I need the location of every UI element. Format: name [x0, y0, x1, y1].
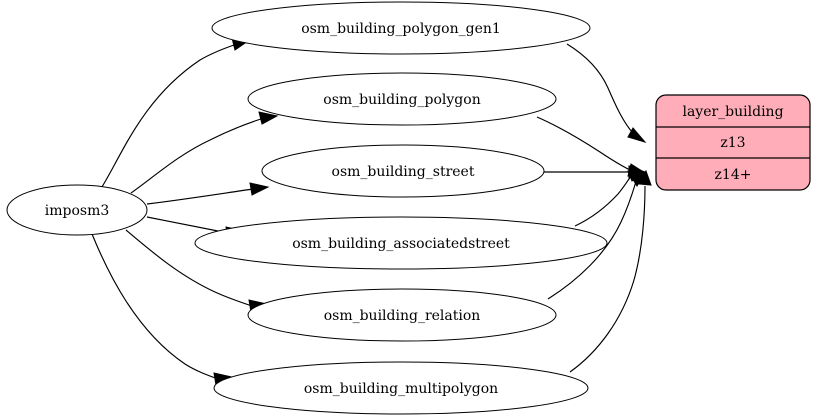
- node-osm-building-multipolygon-label: osm_building_multipolygon: [304, 381, 498, 397]
- node-osm-building-street-shape[interactable]: [261, 144, 545, 198]
- node-osm-building-relation[interactable]: osm_building_relation: [247, 288, 557, 342]
- node-osm-building-associatedstreet-label: osm_building_associatedstreet: [292, 236, 510, 252]
- edge-imposm3-to-osm-building-multipolygon: [91, 233, 234, 386]
- edge-osm-building-relation-to-layer-z14: [547, 171, 647, 300]
- edge-osm-building-multipolygon-to-layer-z14: [569, 169, 652, 373]
- node-osm-building-polygon-gen1[interactable]: osm_building_polygon_gen1: [211, 1, 591, 55]
- node-imposm3-label: imposm3: [45, 203, 110, 219]
- node-osm-building-polygon-gen1-shape[interactable]: [211, 1, 591, 55]
- node-osm-building-multipolygon-shape[interactable]: [213, 361, 589, 415]
- node-osm-building-relation-label: osm_building_relation: [324, 308, 481, 324]
- node-osm-building-polygon[interactable]: osm_building_polygon: [247, 72, 557, 126]
- node-layer-building-box[interactable]: [655, 94, 811, 191]
- record-row-layer-building: layer_building: [682, 104, 783, 120]
- node-osm-building-polygon-gen1-label: osm_building_polygon_gen1: [301, 21, 501, 37]
- node-osm-building-relation-shape[interactable]: [247, 288, 557, 342]
- node-osm-building-polygon-label: osm_building_polygon: [323, 92, 480, 108]
- node-osm-building-associatedstreet-shape[interactable]: [194, 216, 608, 270]
- node-osm-building-street-label: osm_building_street: [332, 164, 475, 180]
- edge-imposm3-to-osm-building-polygon-gen1: [99, 37, 250, 191]
- node-imposm3-shape[interactable]: [6, 184, 148, 236]
- node-imposm3[interactable]: imposm3: [6, 184, 148, 236]
- edge-imposm3-to-osm-building-street: [146, 182, 270, 205]
- node-osm-building-associatedstreet[interactable]: osm_building_associatedstreet: [194, 216, 608, 270]
- node-osm-building-multipolygon[interactable]: osm_building_multipolygon: [213, 361, 589, 415]
- edge-osm-building-polygon-gen1-to-layer-z13: [566, 43, 647, 143]
- edge-imposm3-to-osm-building-polygon: [130, 111, 279, 194]
- record-row-z14-plus: z14+: [715, 167, 752, 183]
- node-osm-building-street[interactable]: osm_building_street: [261, 144, 545, 198]
- record-row-z13: z13: [720, 135, 745, 151]
- edge-group-tables-to-layer: [536, 43, 652, 373]
- node-osm-building-polygon-shape[interactable]: [247, 72, 557, 126]
- node-layer-building[interactable]: layer_building z13 z14+: [655, 94, 811, 191]
